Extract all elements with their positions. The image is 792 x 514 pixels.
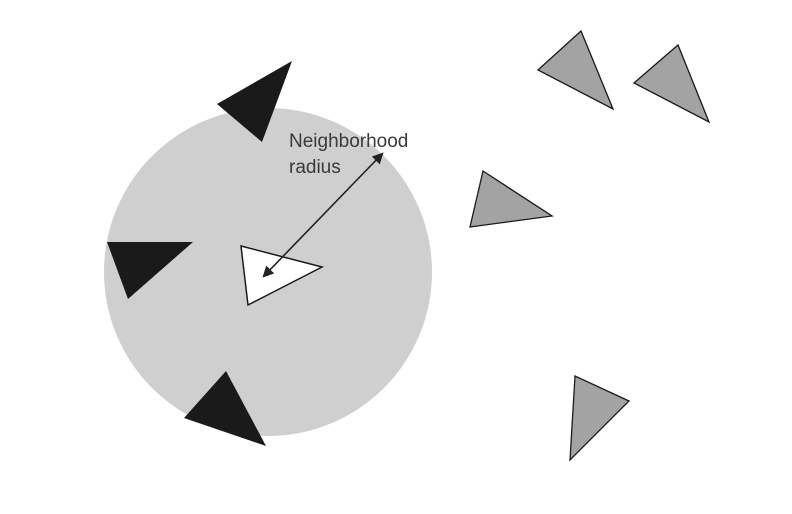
distant-agent-4 bbox=[570, 376, 629, 460]
distant-agent-2 bbox=[634, 45, 709, 122]
radius-label-line1: Neighborhood bbox=[289, 131, 408, 152]
distant-agent-1 bbox=[538, 31, 613, 109]
radius-label-line2: radius bbox=[289, 157, 341, 178]
distant-agent-3 bbox=[470, 171, 552, 227]
